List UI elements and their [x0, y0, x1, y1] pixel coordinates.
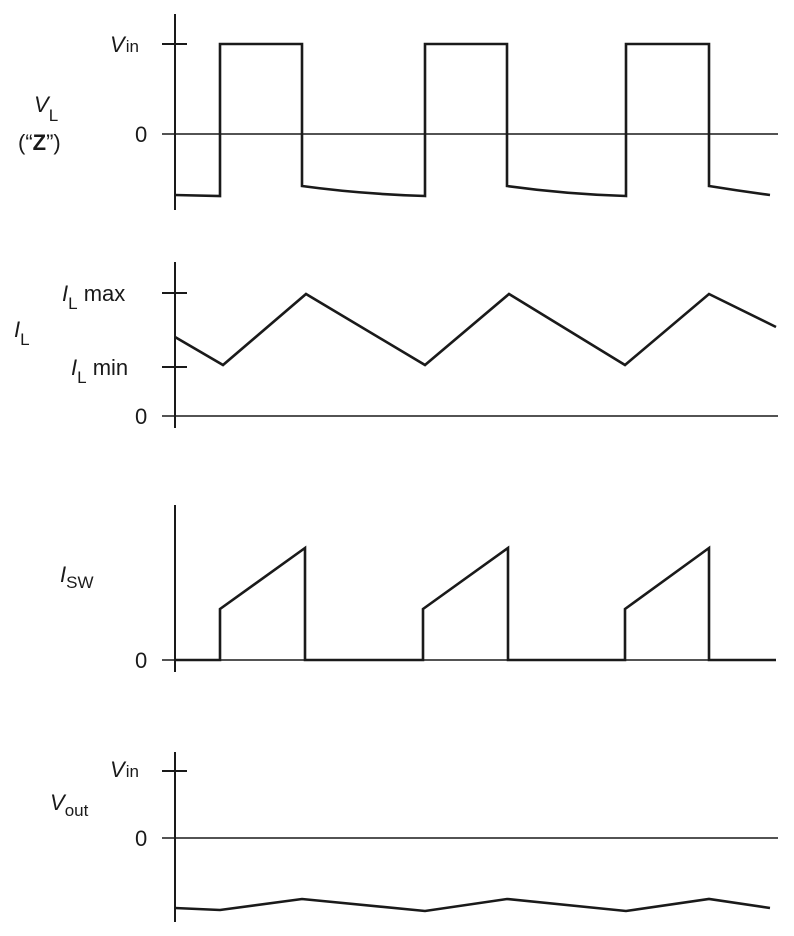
- vl-waveform: [174, 42, 771, 198]
- vout-axis-label: Vout: [50, 790, 89, 820]
- il-axis-label: IL: [14, 317, 30, 349]
- panel-isw: 0 ISW: [60, 505, 776, 673]
- il-tick-label-max: IL max: [62, 281, 125, 313]
- il-tick-label-min: IL min: [71, 355, 128, 387]
- panel-il: IL max IL min 0 IL: [14, 262, 778, 429]
- isw-axis-label: ISW: [60, 562, 94, 592]
- isw-waveform: [175, 545, 776, 662]
- vout-tick-label-vin: Vin: [110, 757, 139, 782]
- vl-tick-label-zero: 0: [135, 122, 147, 147]
- panel-vout: Vin 0 Vout: [50, 752, 778, 922]
- vout-waveform: [174, 897, 771, 913]
- vl-axis-label: VL: [34, 92, 58, 125]
- vl-tick-label-vin: Vin: [110, 32, 139, 57]
- vl-alias-label: (“Z”): [18, 130, 61, 155]
- il-tick-label-zero: 0: [135, 404, 147, 429]
- isw-tick-label-zero: 0: [135, 648, 147, 673]
- il-waveform: [174, 292, 777, 367]
- vout-tick-label-zero: 0: [135, 826, 147, 851]
- panel-vl: Vin 0 VL (“Z”): [18, 14, 778, 210]
